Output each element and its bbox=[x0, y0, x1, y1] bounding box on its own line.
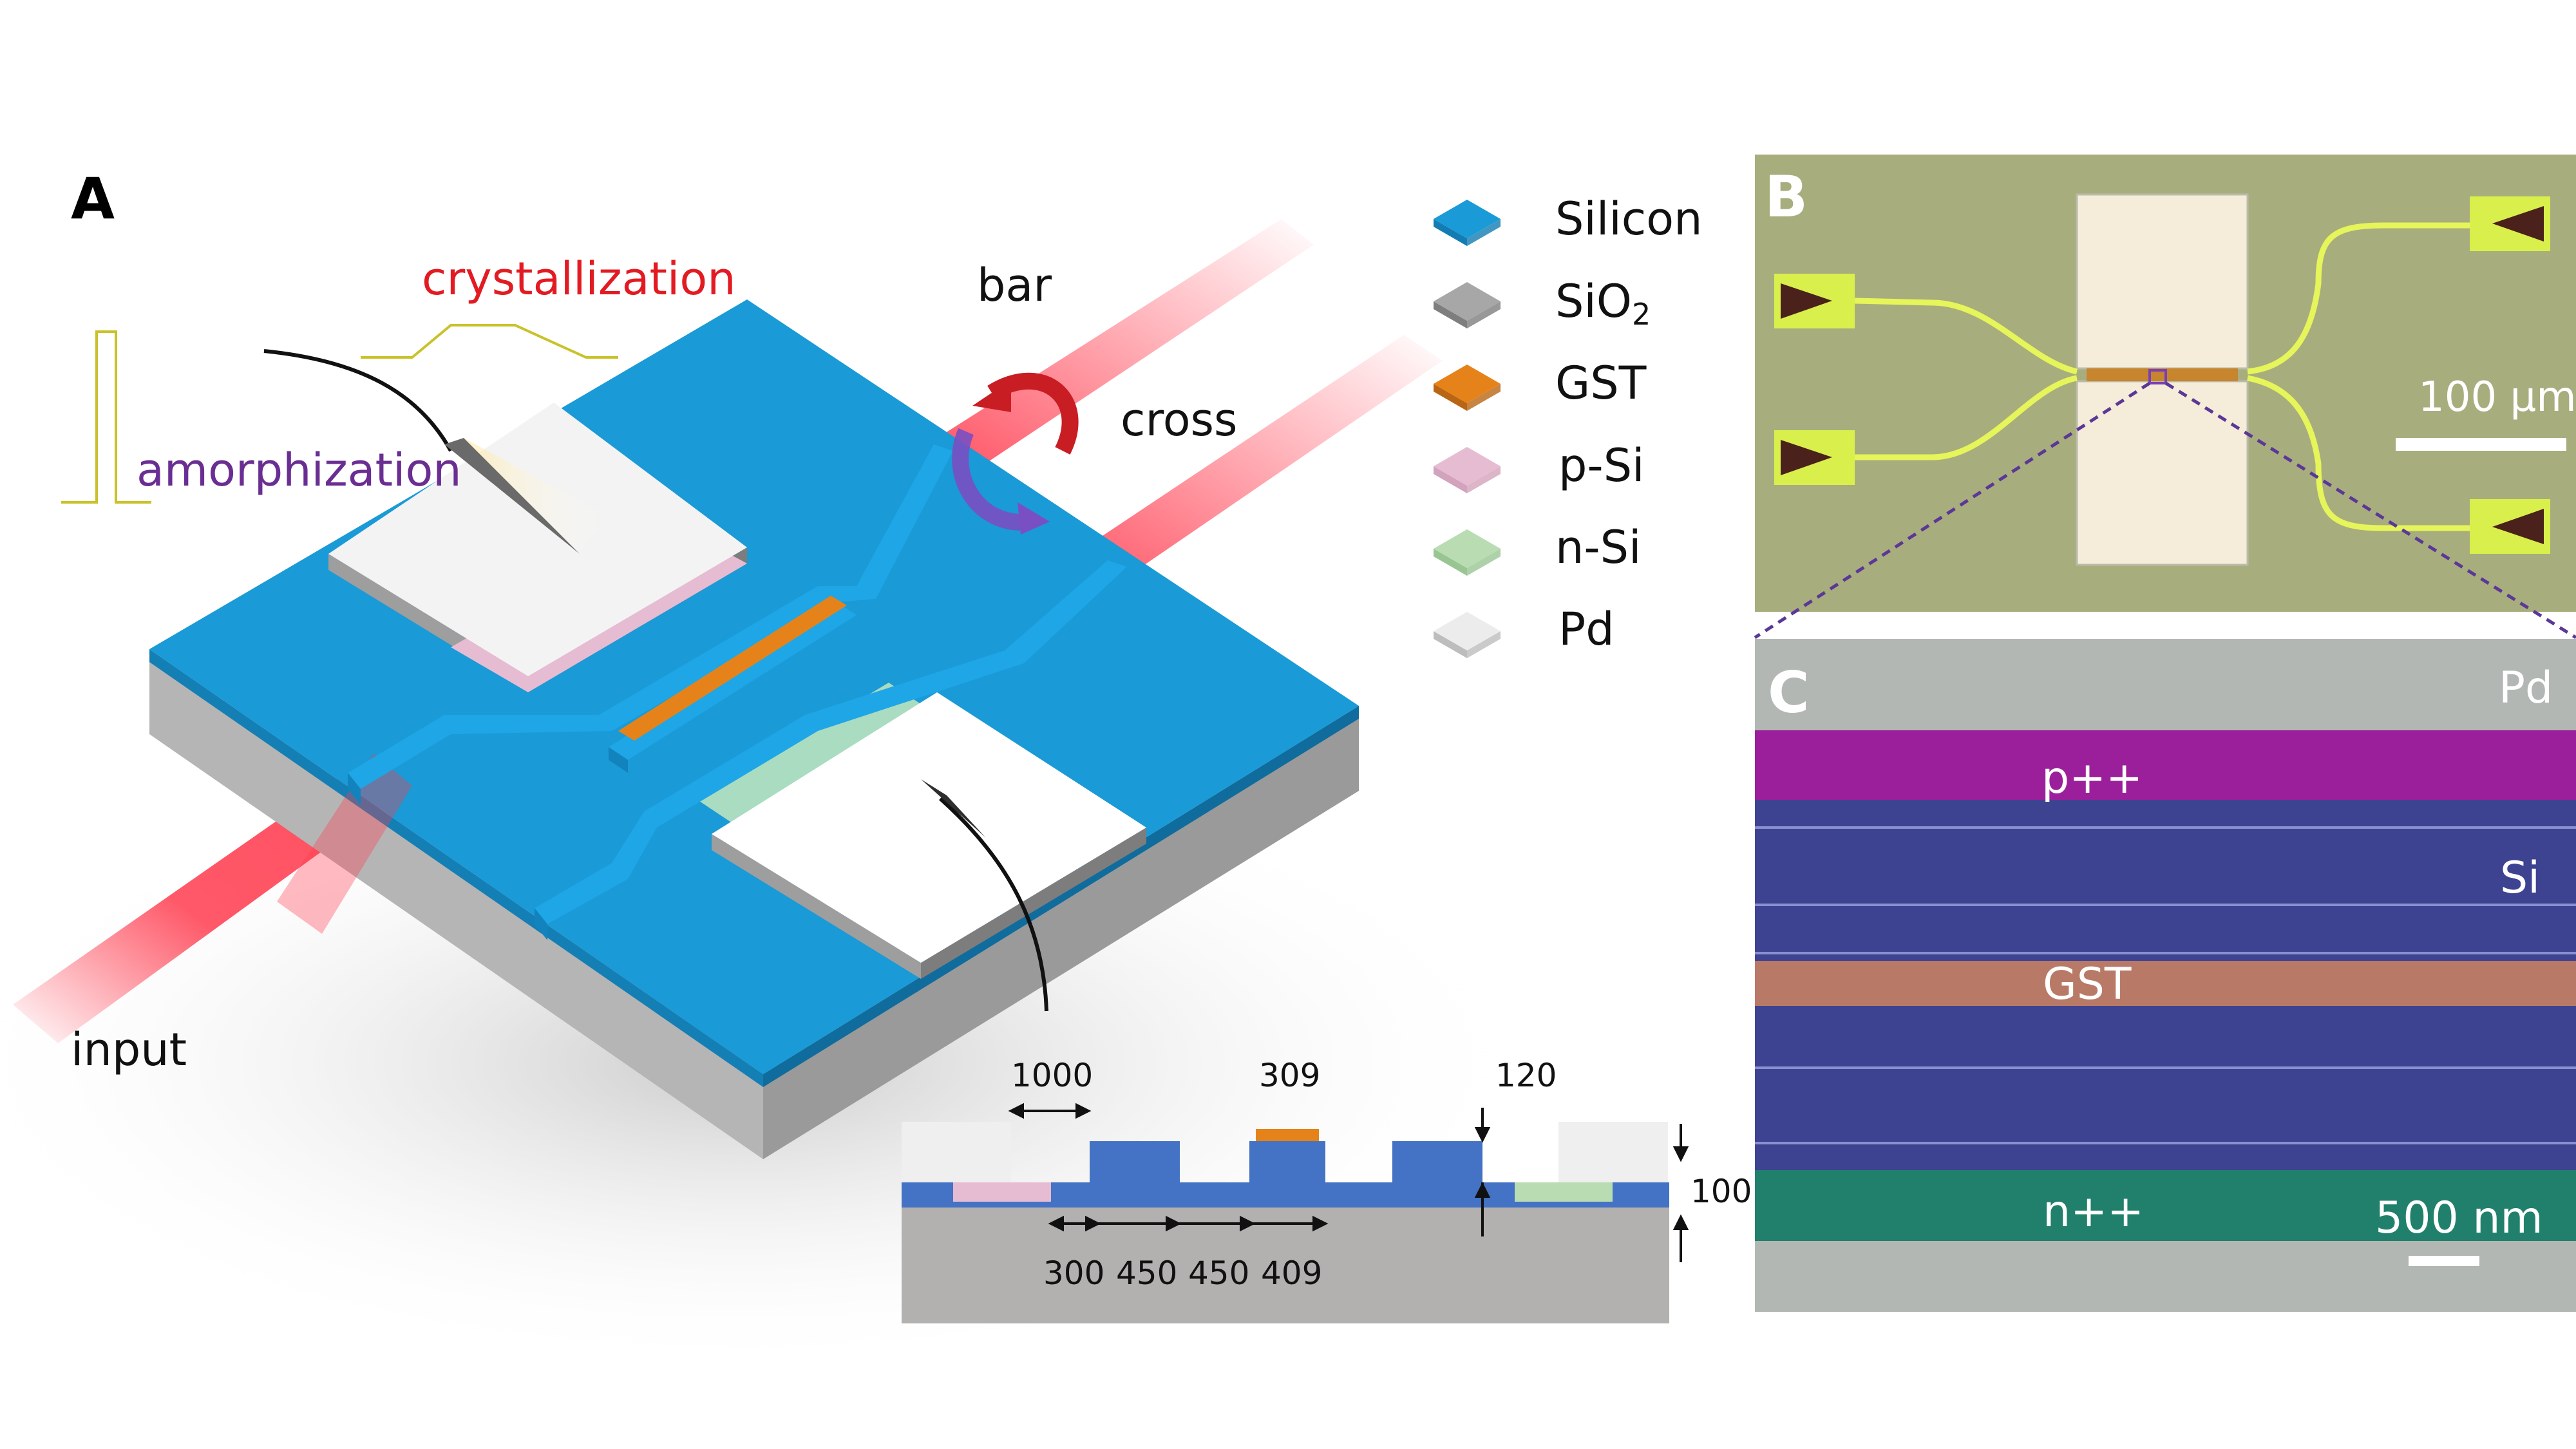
bottom-probe-wire bbox=[938, 797, 1048, 1012]
legend-swatch-side-1 bbox=[1434, 301, 1467, 328]
xs-substrate bbox=[902, 1208, 1669, 1323]
panel-b-letter: B bbox=[1765, 164, 1808, 230]
legend-swatches bbox=[1434, 200, 1501, 658]
gst-device bbox=[2087, 368, 2238, 381]
legend-swatch-0 bbox=[1434, 200, 1501, 238]
si-band-lower bbox=[1755, 1006, 2576, 1170]
legend-swatch-side-4 bbox=[1434, 549, 1467, 576]
top-electrode-pd bbox=[328, 402, 747, 676]
scale-bar-c bbox=[2409, 1256, 2479, 1266]
cross-section bbox=[902, 1103, 1689, 1323]
legend-swatch-side-3 bbox=[1434, 466, 1467, 493]
panel-c-pd-label: Pd bbox=[2499, 663, 2553, 714]
legend-gst-label: GST bbox=[1555, 357, 1647, 410]
substrate-left-face bbox=[149, 658, 763, 1159]
waveguides bbox=[348, 444, 1127, 940]
legend-swatch-side2-0 bbox=[1467, 219, 1501, 246]
amorphization-pulse bbox=[61, 330, 151, 504]
silicon-left-edge bbox=[149, 649, 763, 1087]
substrate-right-face bbox=[763, 715, 1359, 1159]
input-label: input bbox=[71, 1023, 187, 1076]
gst-strip bbox=[618, 596, 847, 741]
legend-sio2-text: SiO bbox=[1555, 275, 1632, 328]
panel-b-scale-label: 100 μm bbox=[2418, 374, 2576, 421]
legend-pd-label: Pd bbox=[1558, 603, 1615, 656]
xs-rib-right bbox=[1392, 1141, 1482, 1182]
xs-nsi bbox=[1515, 1182, 1613, 1202]
bar-beam bbox=[927, 219, 1314, 477]
bottom-electrode-side bbox=[712, 834, 921, 979]
panel-c-gst-label: GST bbox=[2043, 959, 2132, 1010]
dim-450-b: 450 bbox=[1188, 1255, 1250, 1292]
dim-450-a: 450 bbox=[1116, 1255, 1178, 1292]
legend-swatch-side2-1 bbox=[1467, 301, 1501, 328]
legend-swatch-side2-5 bbox=[1467, 631, 1501, 658]
legend-swatch-4 bbox=[1434, 529, 1501, 568]
legend-silicon-label: Silicon bbox=[1555, 193, 1703, 245]
top-probe-glow bbox=[464, 438, 605, 554]
pd-pad-bottom bbox=[2076, 380, 2249, 566]
legend-nsi-label: n-Si bbox=[1555, 521, 1642, 574]
scale-bar-b bbox=[2396, 438, 2566, 451]
dim-309: 309 bbox=[1259, 1057, 1321, 1094]
panel-c-scale-label: 500 nm bbox=[2375, 1193, 2543, 1244]
dim-409: 409 bbox=[1261, 1255, 1323, 1292]
crystallization-label: crystallization bbox=[422, 252, 736, 305]
legend-swatch-side2-3 bbox=[1467, 466, 1501, 493]
cross-beam bbox=[1056, 335, 1443, 599]
legend-swatch-side2-2 bbox=[1467, 384, 1501, 411]
n-plus-band bbox=[1755, 1170, 2576, 1241]
bar-to-cross-arrow bbox=[952, 428, 1032, 531]
top-probe-needle bbox=[444, 438, 580, 554]
bottom-electrode-pd bbox=[712, 692, 1146, 963]
panel-b-micrograph bbox=[1754, 155, 2576, 639]
panel-c-letter: C bbox=[1768, 659, 1810, 726]
gst-band bbox=[1755, 961, 2576, 1006]
amorphization-label: amorphization bbox=[137, 444, 462, 497]
bottom-probe-needle bbox=[921, 779, 985, 837]
legend-swatch-1 bbox=[1434, 282, 1501, 321]
xs-pd-left bbox=[902, 1122, 1011, 1182]
cross-label: cross bbox=[1121, 393, 1238, 446]
xs-rib-center bbox=[1249, 1141, 1325, 1182]
legend-swatch-side-5 bbox=[1434, 631, 1467, 658]
legend-swatch-2 bbox=[1434, 365, 1501, 403]
xs-psi bbox=[953, 1182, 1051, 1202]
legend-swatch-3 bbox=[1434, 447, 1501, 486]
xs-rib-left bbox=[1090, 1141, 1180, 1182]
legend-swatch-side2-4 bbox=[1467, 549, 1501, 576]
legend-swatch-side-2 bbox=[1434, 384, 1467, 411]
dim-120: 120 bbox=[1495, 1057, 1557, 1094]
bar-label: bar bbox=[977, 259, 1052, 312]
si-band bbox=[1755, 800, 2576, 961]
top-probe-wire bbox=[263, 349, 453, 452]
legend-sio2-label: SiO2 bbox=[1555, 279, 1651, 329]
legend-psi-label: p-Si bbox=[1558, 439, 1645, 492]
panel-c-si-label: Si bbox=[2500, 853, 2541, 904]
dim-100: 100 bbox=[1690, 1173, 1752, 1210]
center-waveguide bbox=[609, 602, 857, 760]
crystallization-pulse bbox=[361, 324, 618, 359]
xs-pd-right bbox=[1558, 1122, 1668, 1182]
legend-sio2-subscript: 2 bbox=[1631, 297, 1651, 332]
panel-c-sem bbox=[1755, 639, 2576, 1312]
dim-300: 300 bbox=[1043, 1255, 1105, 1292]
panel-c-p-plus-label: p++ bbox=[2041, 753, 2143, 804]
legend-swatch-side-0 bbox=[1434, 219, 1467, 246]
input-beam-chip bbox=[277, 753, 412, 934]
silicon-right-edge bbox=[763, 706, 1359, 1087]
panel-a-letter: A bbox=[71, 166, 115, 232]
dim-1000: 1000 bbox=[1011, 1057, 1094, 1094]
zoom-box bbox=[2148, 369, 2167, 384]
legend-swatch-5 bbox=[1434, 612, 1501, 650]
pd-pad-top bbox=[2076, 193, 2249, 370]
xs-gst bbox=[1256, 1129, 1319, 1141]
bottom-electrode-nsi bbox=[696, 683, 927, 824]
bottom-electrode-side2 bbox=[921, 828, 1146, 979]
p-plus-band bbox=[1755, 730, 2576, 800]
panel-c-n-plus-label: n++ bbox=[2043, 1186, 2145, 1237]
